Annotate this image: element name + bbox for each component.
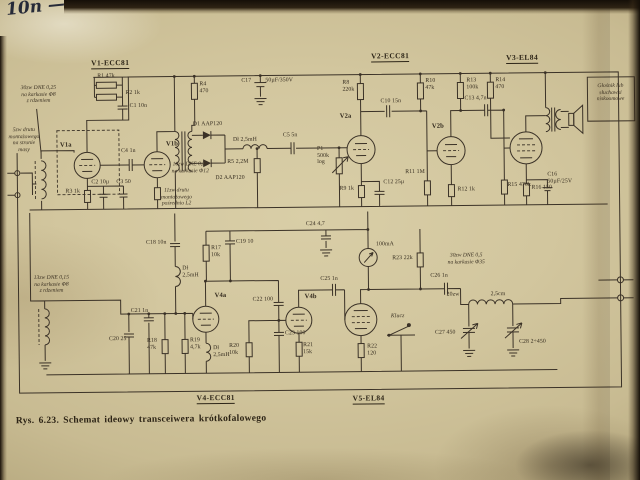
- component-label: R11 1M: [405, 168, 425, 176]
- component-label: R9 1k: [339, 185, 355, 192]
- component-label: C23 100: [284, 330, 306, 337]
- component-label: C26 1n: [430, 272, 448, 279]
- component-label: R19 4,7k: [190, 337, 201, 351]
- component-label: 20zw: [446, 291, 460, 298]
- component-label: C16 50µF/25V: [547, 171, 573, 185]
- component-label: C25 1n: [320, 275, 338, 282]
- photo-shadow-left: [0, 36, 7, 480]
- component-label: R17 10k: [211, 245, 222, 258]
- component-label: V4b: [304, 293, 317, 301]
- component-label: D1 AAP120: [192, 121, 223, 128]
- component-label: C22 100: [252, 296, 274, 303]
- component-label: R13 100k: [466, 77, 479, 91]
- component-label: D2 AAP120: [215, 174, 245, 182]
- photo-shadow-right: [628, 0, 640, 480]
- component-label: C17: [241, 77, 252, 84]
- component-label: R18 47k: [147, 337, 158, 351]
- photo-shadow-top: [64, 0, 640, 14]
- component-label: C1 10n: [129, 102, 148, 109]
- component-label: Dł 2,5mH: [232, 136, 257, 143]
- component-label: R14 470: [495, 77, 506, 90]
- schematic-solids: [127, 71, 547, 337]
- component-label: R12 1k: [457, 186, 476, 193]
- component-label: C12 25µ: [383, 179, 405, 186]
- component-label: C4 1n: [121, 147, 136, 155]
- component-label: Dł 2,5mH: [213, 345, 230, 358]
- component-label: V1b: [165, 140, 179, 148]
- component-label: C13 4,7n: [464, 95, 487, 102]
- component-label: V2b: [431, 122, 444, 130]
- component-label: R2 1k: [125, 89, 140, 97]
- component-label: C10 15n: [380, 98, 402, 105]
- component-label: R22 120: [367, 343, 378, 357]
- component-label: C5 5n: [282, 132, 298, 139]
- component-label: Dł 2,5mH: [182, 265, 199, 279]
- component-label: V1a: [59, 141, 72, 149]
- photo-corner-shadow: [515, 430, 640, 480]
- component-label: C21 1n: [130, 307, 149, 314]
- component-label: C24 4,7: [305, 220, 325, 228]
- component-label: P1 500k log: [317, 145, 330, 166]
- component-label: R20 10k: [229, 342, 240, 356]
- component-label: C2 10µ: [91, 179, 110, 186]
- component-label: R1 47k: [97, 73, 115, 80]
- component-label: R10 47k: [425, 77, 436, 91]
- page-fold-shadow: [582, 0, 610, 480]
- schematic-wires: [7, 71, 636, 394]
- component-label: R15 470k: [507, 181, 531, 189]
- component-label: V2a: [339, 112, 352, 120]
- component-label: Klucz: [390, 313, 405, 320]
- component-label: C3 50: [116, 178, 131, 186]
- component-label: R23 22k: [392, 255, 413, 262]
- component-label: 100mA: [376, 241, 394, 248]
- component-label: R16 150: [531, 184, 553, 191]
- component-label: C18 10n: [145, 239, 167, 246]
- component-label: C28 2÷450: [519, 338, 546, 345]
- component-label: C27 450: [434, 329, 456, 336]
- component-label: V4a: [214, 291, 227, 300]
- component-label: R5 2,2M: [227, 158, 249, 165]
- component-label: R8 220k: [342, 79, 355, 93]
- component-label: C20 25: [108, 336, 127, 343]
- component-label: C19 10: [235, 238, 254, 245]
- component-label: 2,5cm: [490, 291, 506, 298]
- component-label: 50µF/350V: [265, 77, 294, 84]
- component-label: R4 470: [199, 81, 209, 94]
- component-label: R3 1k: [65, 188, 81, 195]
- component-label: R21 15k: [303, 342, 314, 355]
